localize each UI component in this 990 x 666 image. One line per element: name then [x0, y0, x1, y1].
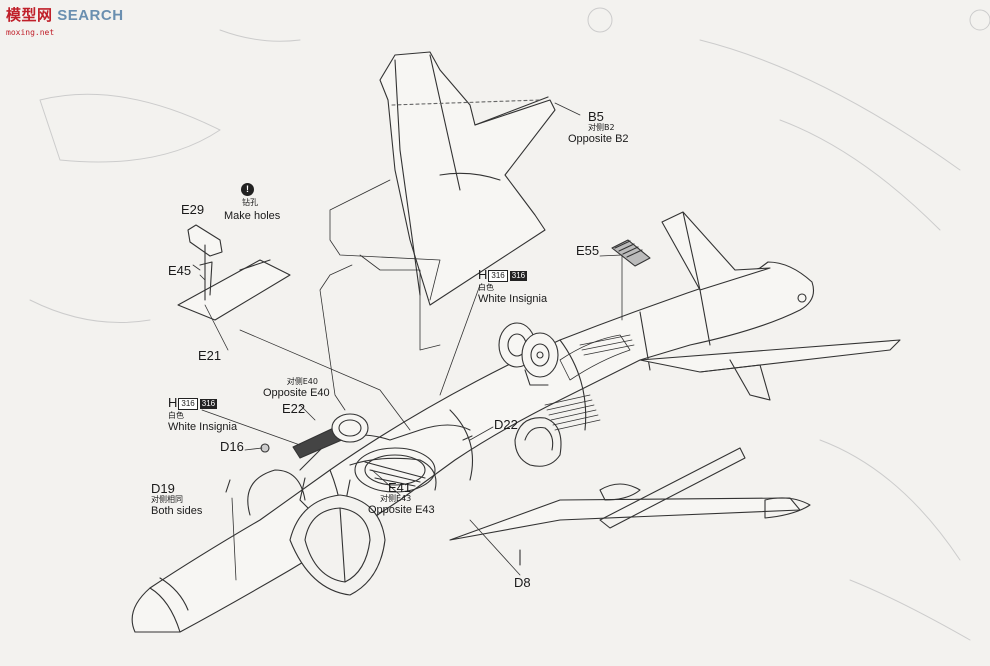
callout-d22: D22	[494, 417, 518, 432]
e41-code: E41	[388, 480, 412, 495]
h-left-cn: 白色	[168, 411, 184, 420]
h-top-code: H	[478, 267, 488, 282]
drill-cn: 钻孔	[242, 198, 258, 207]
d19-en: Both sides	[151, 505, 203, 517]
leader-lines	[192, 102, 623, 581]
callout-d8: D8	[514, 575, 531, 590]
background-ghost-art	[29, 7, 990, 641]
e40-cn: 对侧E40	[286, 377, 318, 386]
h-left-paint-2: 316	[199, 399, 218, 409]
callout-e40: 对侧E40 Opposite E40	[263, 377, 330, 400]
callout-b5: B5 对侧B2 Opposite B2	[568, 109, 629, 146]
callout-e55: E55	[576, 243, 600, 258]
e40-en: Opposite E40	[263, 387, 330, 399]
left-intake	[247, 469, 386, 596]
e41-cn: 对侧E43	[380, 494, 412, 503]
callout-d16: D16	[220, 439, 244, 454]
part-e40	[331, 413, 369, 443]
d19-code: D19	[151, 481, 175, 496]
callout-e21: E21	[198, 348, 222, 363]
watermark-suffix: SEARCH	[57, 7, 124, 24]
drill-en: Make holes	[224, 210, 281, 222]
callout-e22: E22	[282, 401, 306, 416]
wing-part-b5	[379, 51, 556, 306]
b5-en: Opposite B2	[568, 133, 629, 145]
part-e55-panel	[611, 239, 651, 267]
vent-grilles	[544, 334, 635, 431]
vertical-tail	[661, 211, 807, 303]
watermark: 模型网 SEARCH	[6, 4, 124, 25]
h-top-paint-2: 316	[509, 271, 528, 281]
right-intake	[514, 417, 562, 467]
main-landing-gear	[498, 322, 559, 386]
h-left-en: White Insignia	[168, 421, 238, 433]
h-top-paint-1: 316	[488, 270, 508, 282]
d19-cn: 对侧相同	[151, 495, 183, 504]
h-top-cn: 白色	[478, 283, 494, 292]
b5-cn: 对侧B2	[588, 123, 615, 132]
h-left-paint-1: 316	[178, 398, 198, 410]
left-wing	[449, 447, 811, 541]
b5-code: B5	[588, 109, 604, 124]
right-wing	[639, 339, 901, 401]
watermark-url: moxing.net	[6, 28, 55, 37]
callout-e45: E45	[168, 263, 192, 278]
e41-en: Opposite E43	[368, 504, 435, 516]
h-top-en: White Insignia	[478, 293, 548, 305]
callout-d19: D19 对侧相同 Both sides	[151, 482, 202, 518]
callout-e41: E41 对侧E43 Opposite E43	[368, 480, 435, 517]
watermark-prefix: 模型网	[6, 7, 53, 24]
h-left-code: H	[168, 395, 178, 410]
drill-icon: !	[241, 183, 254, 196]
part-e29-e21-assembly	[177, 224, 291, 321]
callout-e29: E29	[181, 202, 205, 217]
